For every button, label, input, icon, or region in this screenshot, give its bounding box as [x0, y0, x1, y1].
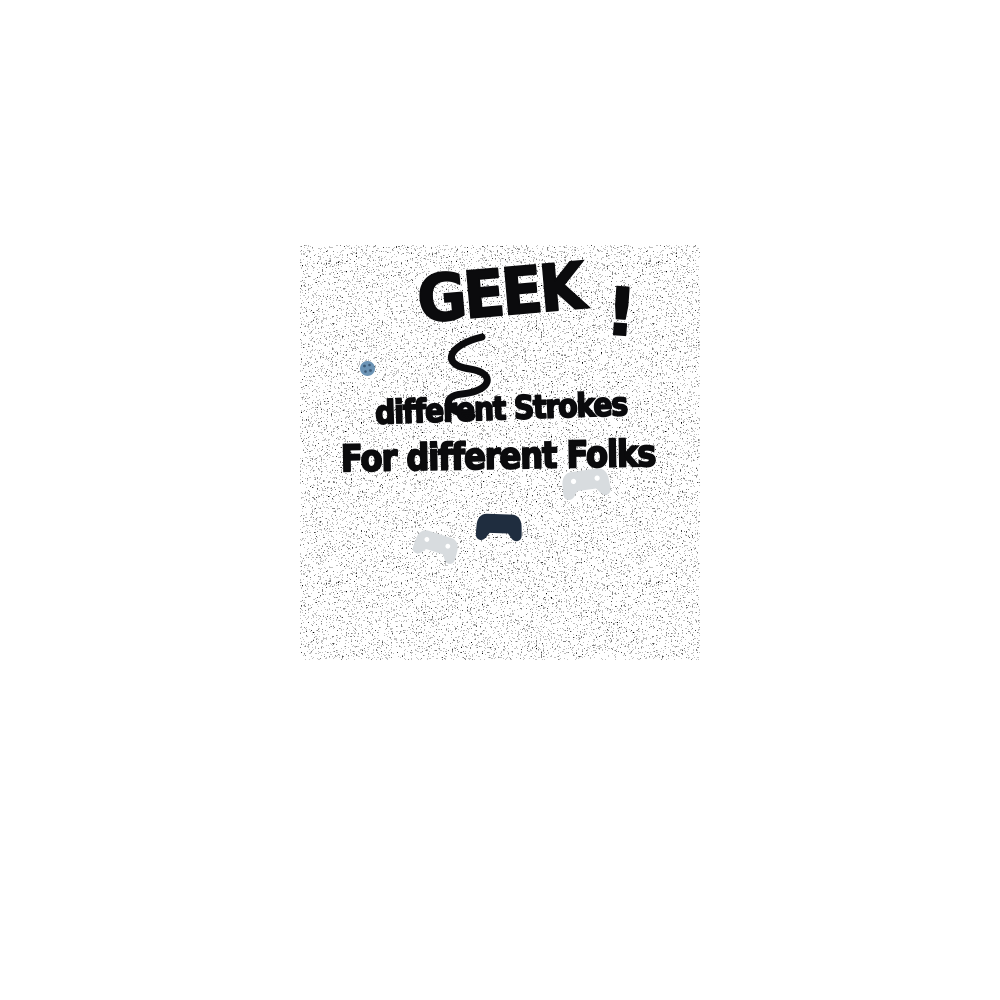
exclamation-mark: !: [603, 272, 640, 352]
noise-texture-region: [300, 245, 700, 660]
marker-scribble: [424, 333, 516, 425]
noise-texture: [300, 245, 700, 660]
gamepad-light-bottom-icon: [410, 523, 463, 571]
gamepad-light-top-icon: [560, 466, 612, 503]
gamepad-dark-icon: [475, 512, 522, 544]
blue-dotted-ball-icon: [359, 360, 376, 377]
subtitle-line2: For different Folks: [340, 431, 657, 482]
